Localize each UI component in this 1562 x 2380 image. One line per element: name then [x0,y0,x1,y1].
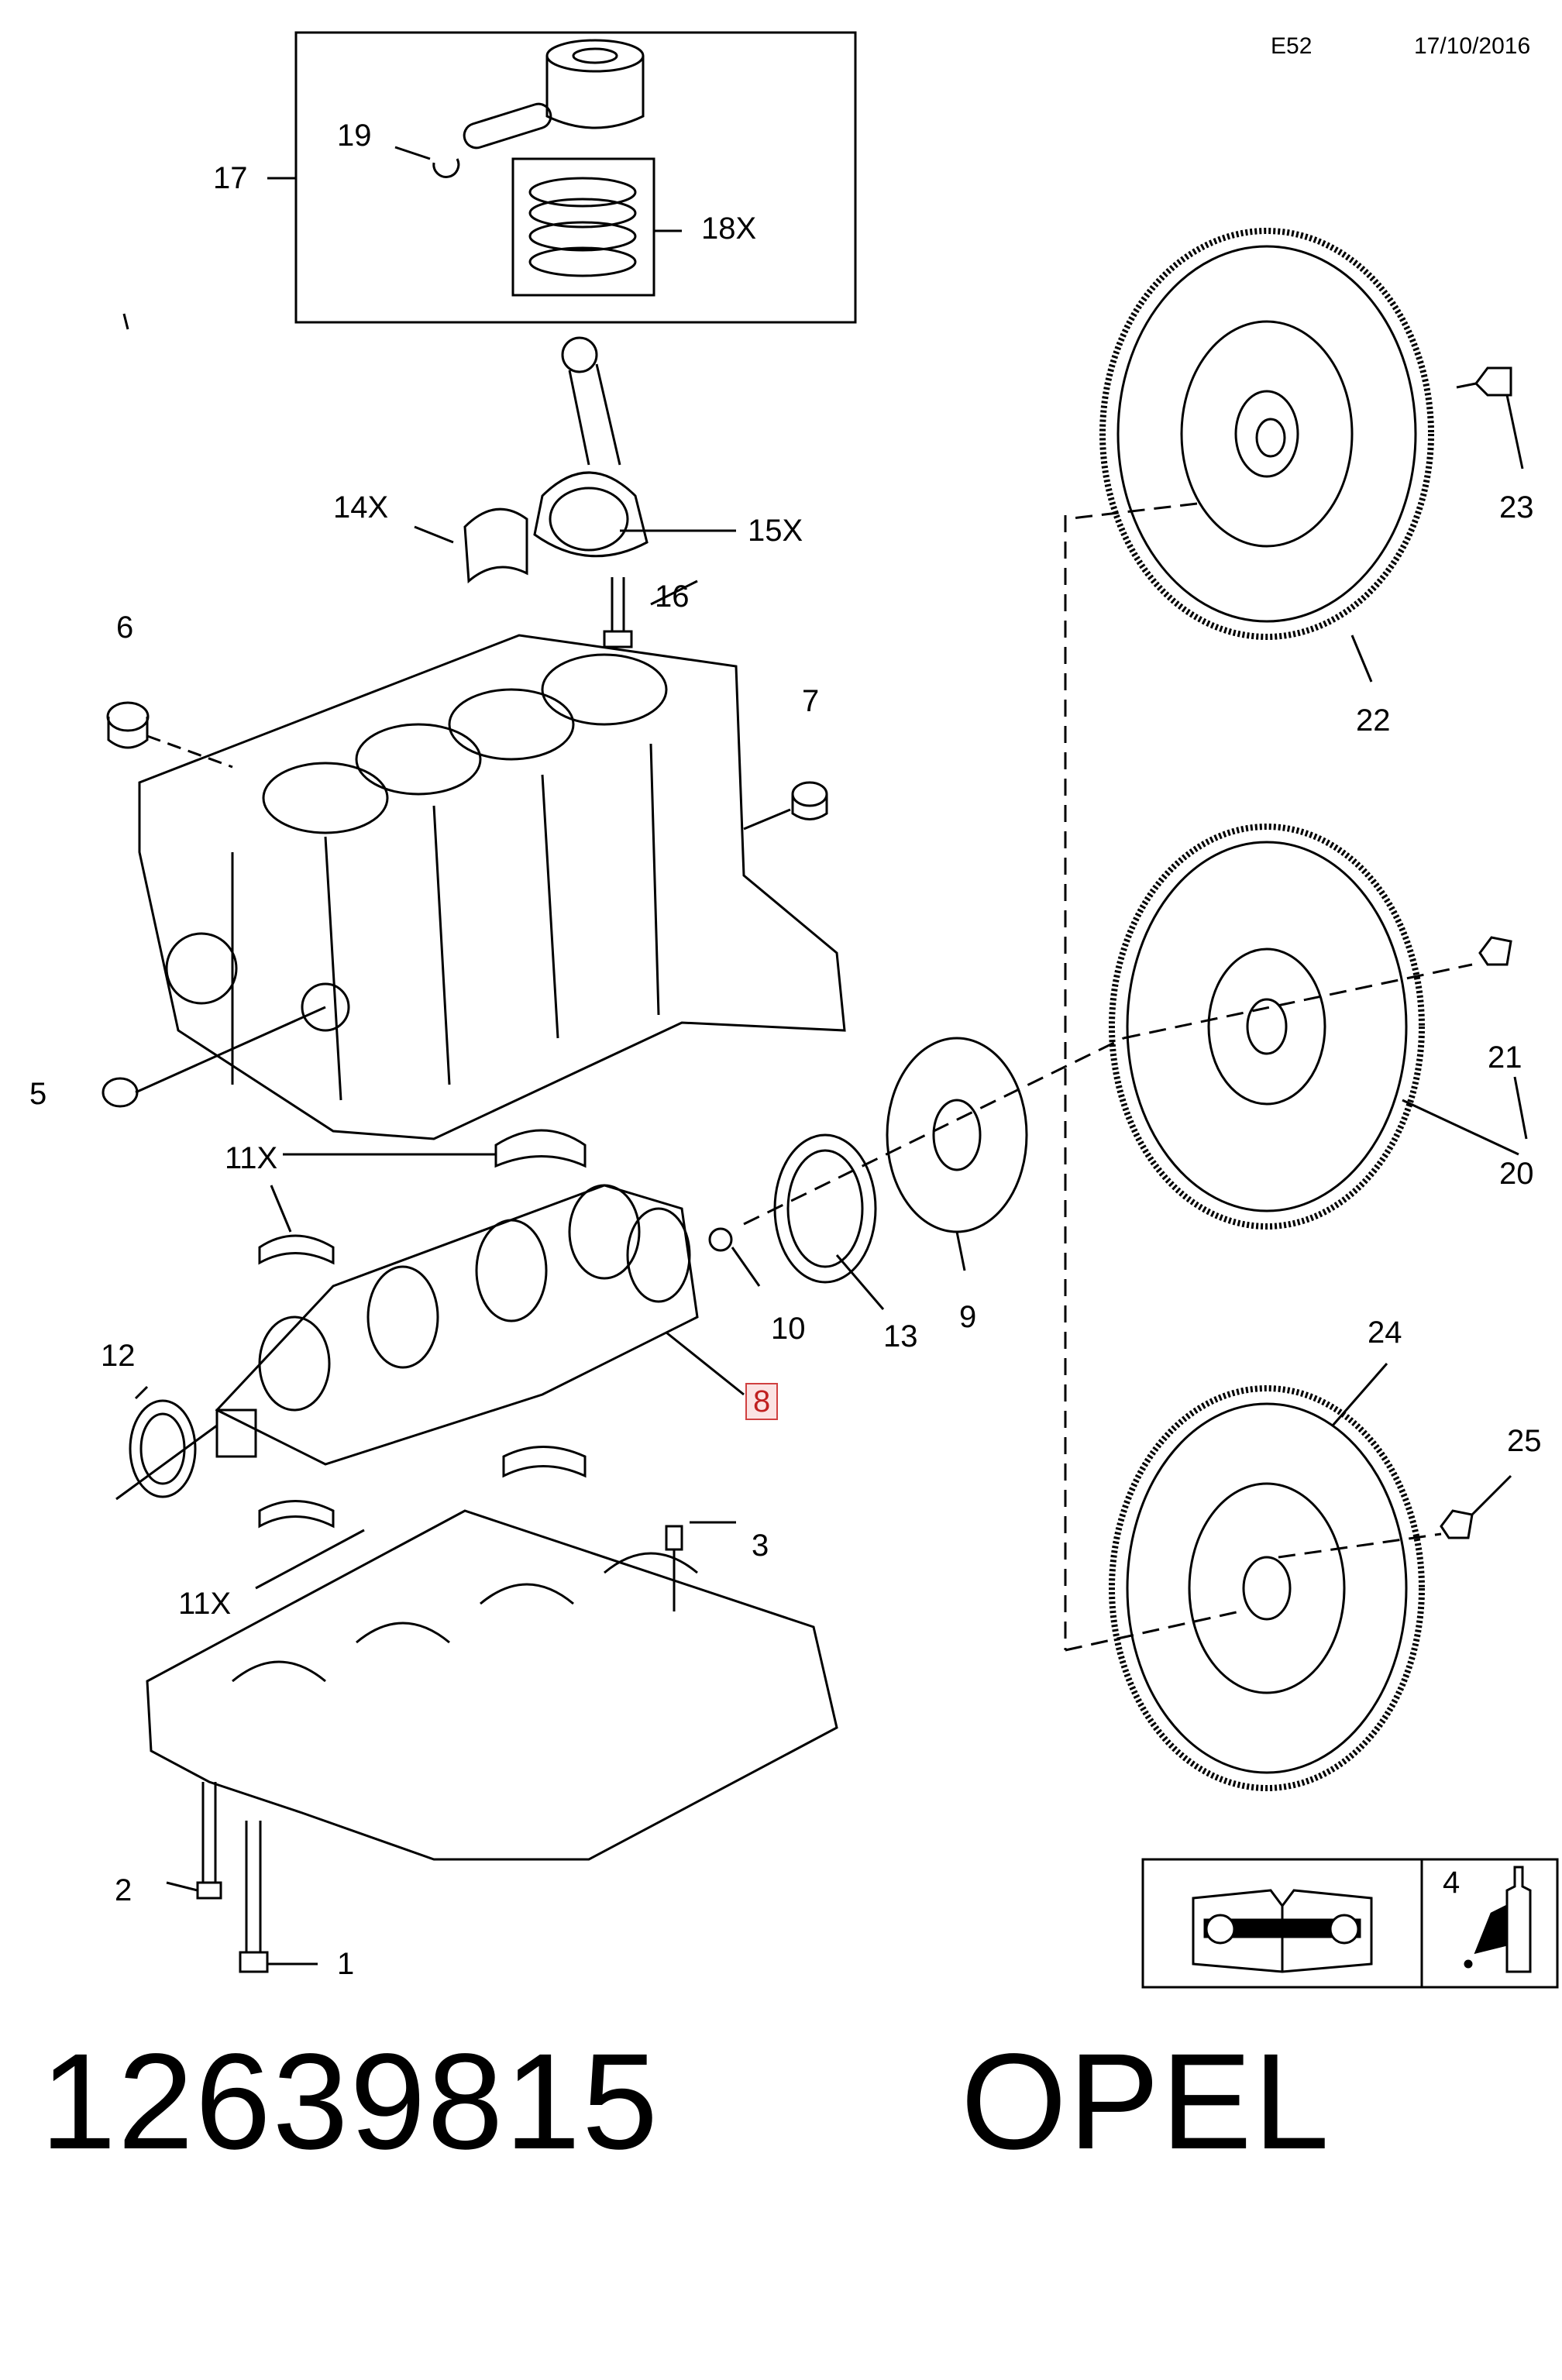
flexplate [1065,1363,1512,1791]
callout-1: 1 [337,1947,355,1981]
callout-5: 5 [29,1077,47,1111]
callout-18x: 18X [701,212,757,246]
manual-book-wrench-icon [1192,1889,1373,1973]
callout-3: 3 [752,1529,769,1563]
callout-10: 10 [771,1312,806,1346]
flywheel [1109,824,1528,1230]
callout-15x: 15X [748,514,803,548]
callout-9: 9 [959,1300,977,1334]
callout-11x-top: 11X [225,1141,278,1175]
callout-8-highlighted: 8 [745,1383,779,1420]
crankshaft [115,1037,1124,1590]
callout-6: 6 [116,610,134,645]
callout-7: 7 [802,684,820,718]
callout-14x: 14X [333,490,389,524]
brand-name: OPEL [961,2026,1331,2178]
callout-13: 13 [883,1319,918,1353]
callout-25: 25 [1507,1424,1542,1458]
callout-22: 22 [1356,703,1391,738]
diagram-code: E52 [1271,33,1313,59]
callout-20: 20 [1499,1157,1534,1191]
legend-box [1141,1858,1559,1989]
callout-12: 12 [101,1339,136,1373]
callout-4: 4 [1443,1866,1461,1900]
part-number: 12639815 [40,2026,660,2178]
callout-23: 23 [1499,490,1534,524]
callout-19: 19 [337,119,372,153]
callout-21: 21 [1488,1040,1522,1075]
callout-16: 16 [655,580,690,614]
callout-11x-bottom: 11X [178,1587,232,1621]
callout-17: 17 [213,161,248,195]
callout-2: 2 [115,1873,132,1907]
callout-24: 24 [1368,1316,1402,1350]
flywheel-dual-mass [1064,228,1524,1650]
connecting-rod [414,336,736,648]
bedplate [146,1509,838,1973]
engine-block [101,313,846,1140]
piston-assembly-box [267,31,857,324]
diagram-date: 17/10/2016 [1414,33,1531,59]
sealant-tube-icon [1464,1866,1532,1973]
